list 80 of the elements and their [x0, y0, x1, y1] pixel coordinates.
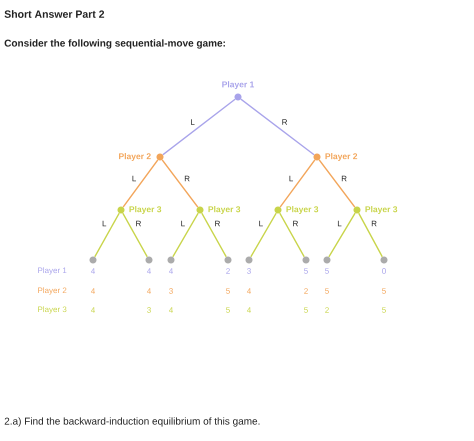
edge-label: L	[259, 220, 263, 226]
branch-line	[94, 212, 120, 258]
decision-node	[274, 206, 282, 214]
question-text: 2.a) Find the backward-induction equilibrium of this game.	[4, 417, 260, 427]
decision-node	[314, 154, 320, 160]
edge-label: L	[338, 220, 342, 226]
edge-label: R	[342, 176, 347, 182]
row-label: Player 1	[38, 267, 66, 275]
terminal-node	[246, 256, 252, 264]
payoff-value: 0	[382, 268, 386, 274]
edge-label: L	[290, 176, 294, 182]
decision-node	[354, 206, 360, 214]
terminal-node	[302, 256, 310, 264]
payoff-value: 2	[304, 288, 308, 294]
payoff-value: 4	[168, 307, 173, 313]
row-label: Player 2	[38, 287, 66, 295]
payoff-value: 4	[246, 307, 251, 313]
player-label: Player 1	[222, 81, 254, 90]
payoff-value: 2	[226, 268, 230, 274]
payoff-value: 2	[325, 307, 329, 313]
decision-node	[196, 206, 204, 214]
player-label: Player 3	[365, 206, 398, 214]
payoff-value: 4	[90, 268, 95, 274]
payoff-value: 5	[304, 307, 308, 313]
player-label: Player 2	[119, 153, 151, 161]
terminal-node	[168, 256, 174, 264]
payoff-value: 5	[382, 307, 386, 313]
payoff-value: 4	[168, 268, 173, 274]
payoff-value: 5	[304, 268, 308, 274]
branch-line	[172, 212, 199, 258]
edge-label: R	[372, 220, 377, 226]
edge-label: L	[132, 176, 136, 182]
edge-label: R	[293, 220, 298, 226]
edge-label: R	[215, 220, 220, 226]
branch-line	[201, 212, 227, 258]
payoff-value: 4	[146, 288, 151, 294]
branch-line	[162, 98, 236, 156]
branch-line	[318, 160, 356, 208]
instruction-text: Consider the following sequential-move game:	[4, 39, 225, 49]
branch-line	[240, 98, 314, 156]
branch-line	[328, 212, 356, 258]
edge-label: R	[184, 176, 190, 182]
branch-line	[279, 212, 305, 258]
heading: Short Answer Part 2	[4, 10, 104, 18]
decision-node	[234, 94, 242, 100]
branch-line	[122, 160, 158, 208]
terminal-node	[324, 256, 330, 264]
terminal-node	[224, 256, 232, 264]
branch-line	[122, 212, 148, 258]
payoff-value: 3	[147, 307, 151, 313]
edge-label: L	[191, 119, 195, 125]
branch-line	[358, 212, 383, 258]
decision-node	[156, 154, 164, 160]
edge-label: L	[102, 220, 106, 226]
payoff-value: 4	[246, 288, 251, 294]
player-label: Player 3	[208, 206, 240, 214]
edge-label: R	[282, 119, 288, 125]
payoff-value: 5	[226, 307, 230, 313]
branch-line	[250, 212, 277, 258]
edge-label: L	[181, 220, 185, 226]
payoff-value: 4	[146, 268, 151, 274]
payoff-value: 5	[325, 288, 329, 294]
payoff-value: 4	[90, 288, 95, 294]
terminal-node	[146, 256, 152, 264]
terminal-node	[380, 256, 388, 264]
payoff-value: 3	[169, 288, 173, 294]
decision-node	[118, 206, 124, 214]
player-label: Player 2	[325, 153, 358, 161]
branch-line	[162, 160, 198, 208]
payoff-value: 5	[382, 288, 386, 294]
player-label: Player 3	[129, 206, 162, 214]
edge-label: R	[136, 220, 141, 226]
payoff-value: 5	[325, 268, 329, 274]
branch-line	[280, 160, 316, 208]
payoff-value: 5	[226, 288, 230, 294]
player-label: Player 3	[286, 206, 318, 214]
payoff-value: 3	[247, 268, 251, 274]
payoff-value: 4	[90, 307, 95, 313]
row-label: Player 3	[38, 306, 66, 314]
terminal-node	[90, 256, 96, 264]
